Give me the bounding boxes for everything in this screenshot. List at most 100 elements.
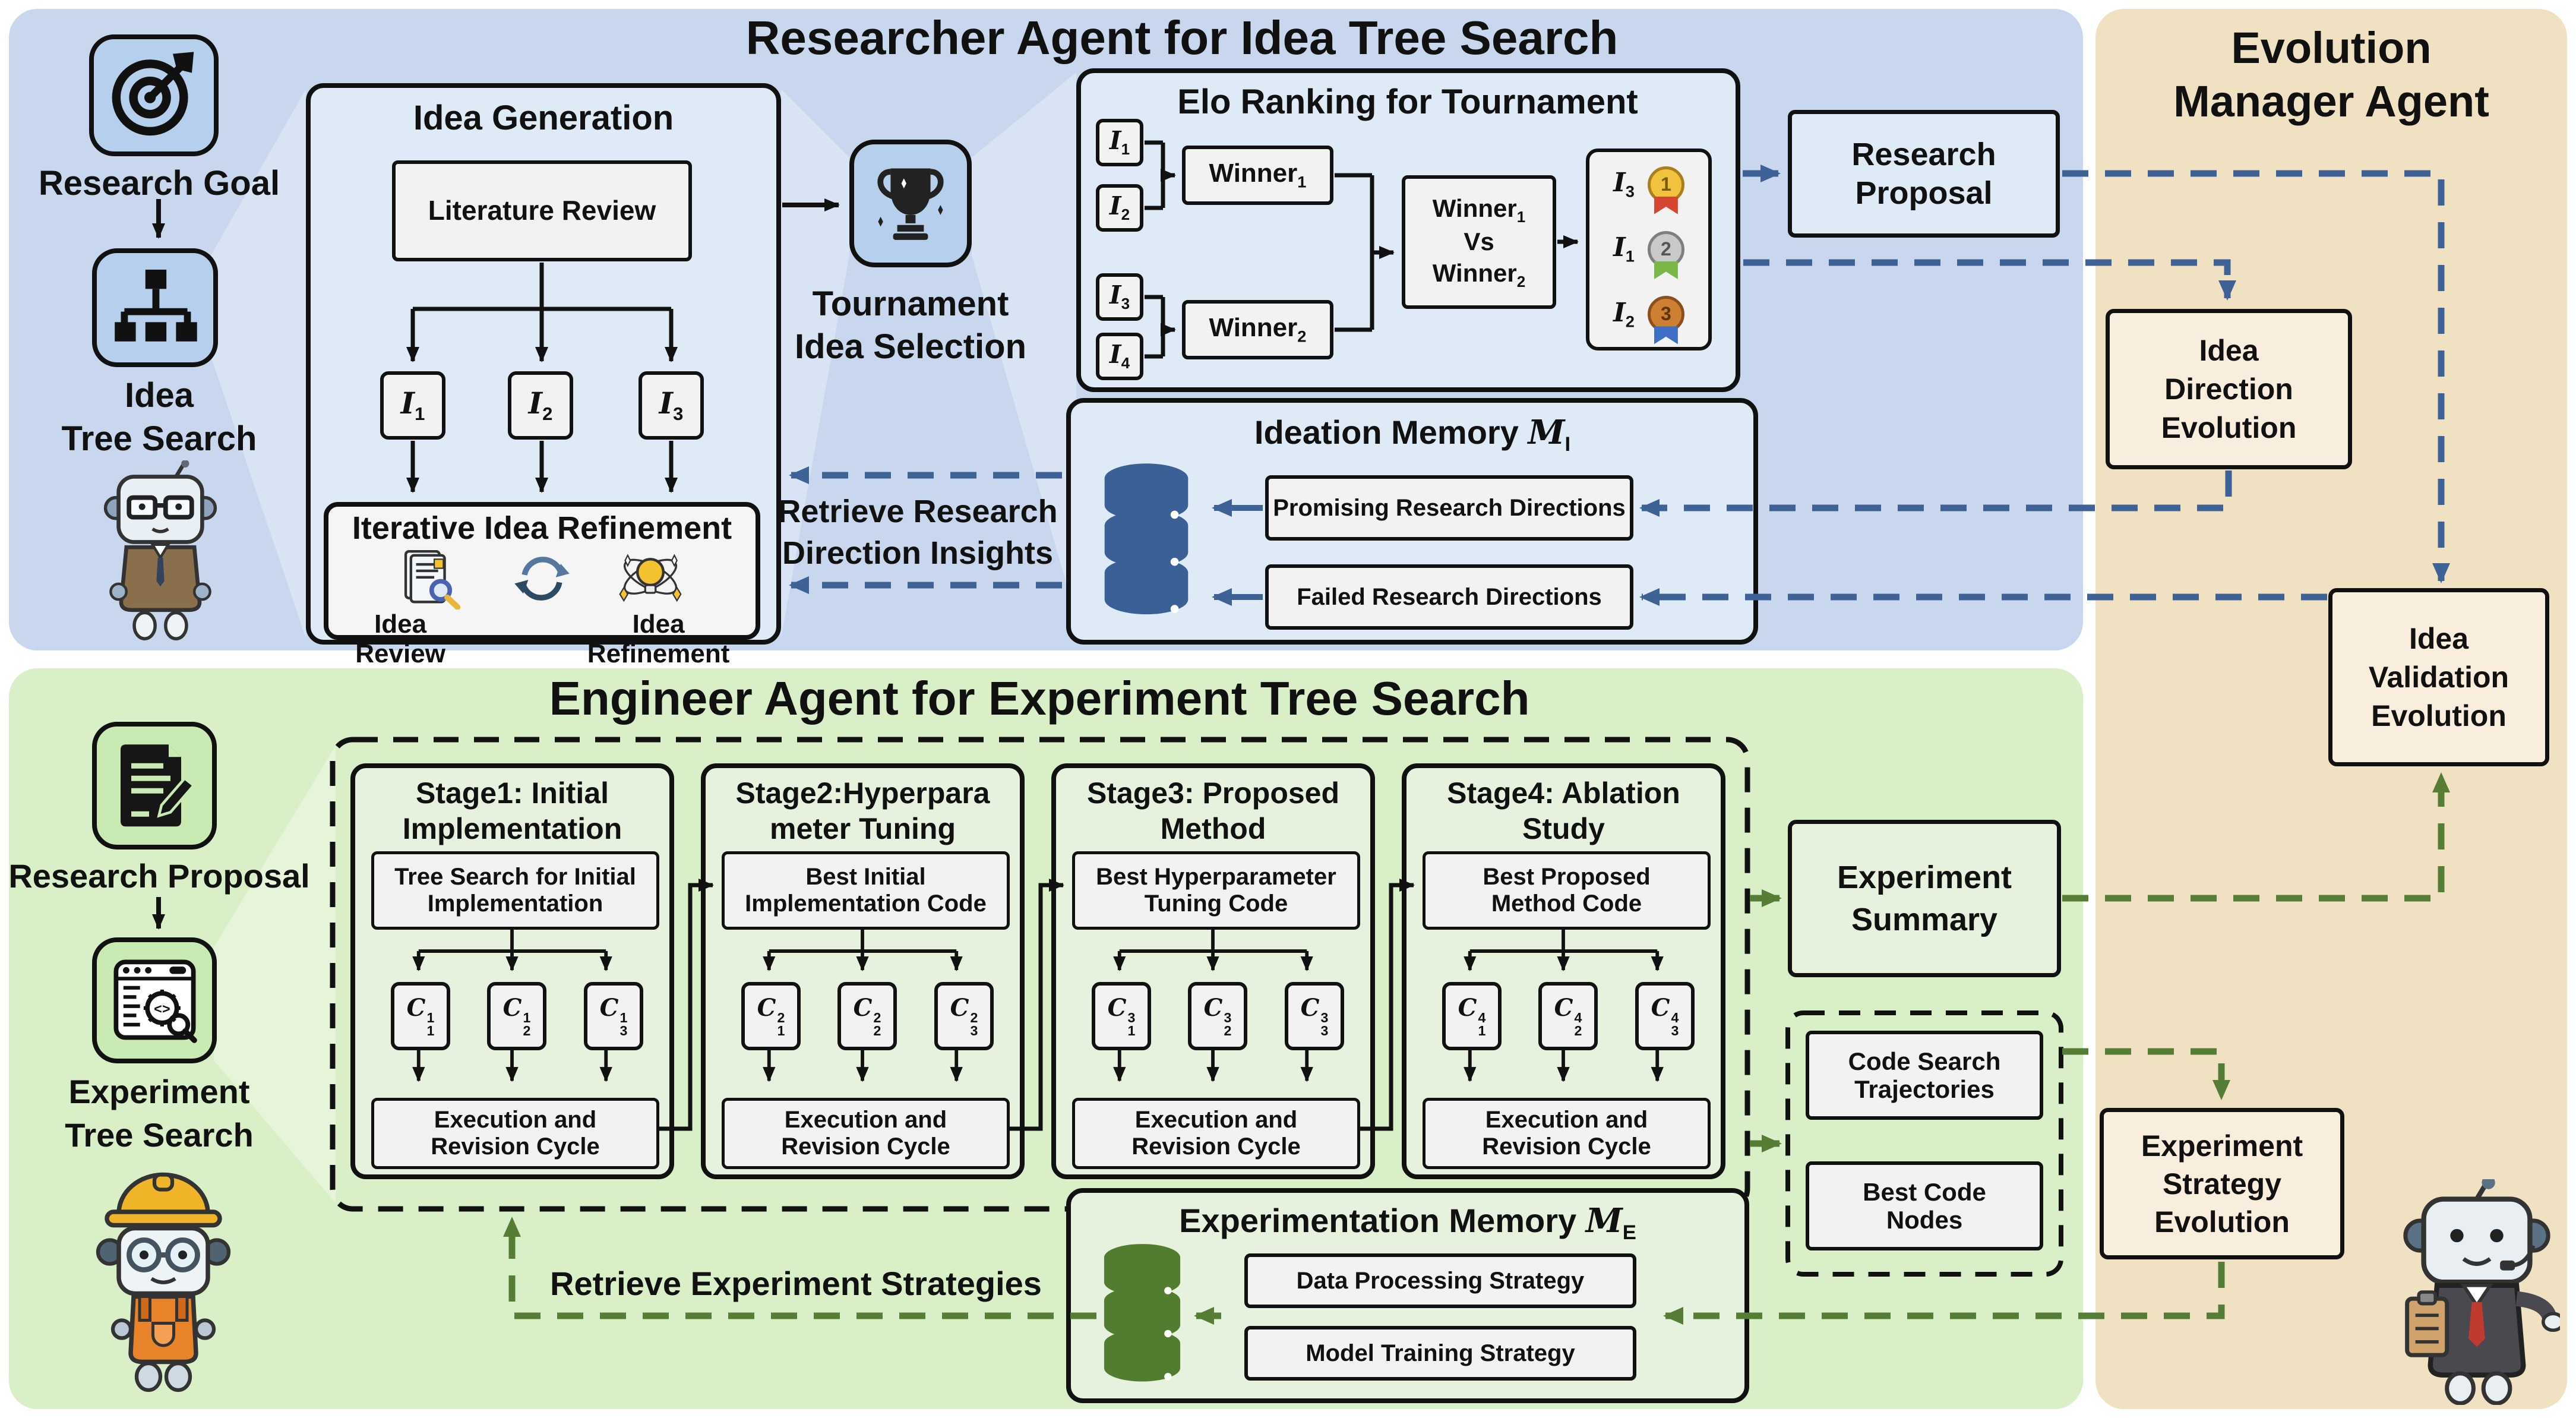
code-search-window-icon: <> xyxy=(113,959,197,1043)
stage-3-box: Stage3: Proposed Method Best Hyperparame… xyxy=(1051,763,1375,1179)
tournament-label-1: Tournament xyxy=(812,285,1009,323)
bronze-medal-icon: 3 xyxy=(1647,296,1684,345)
promising-directions-box: Promising Research Directions xyxy=(1265,475,1633,541)
ese-line1: Experiment xyxy=(2141,1129,2303,1163)
engineer-robot xyxy=(96,1172,231,1392)
stage-1-cycle-line2: Revision Cycle xyxy=(431,1133,600,1160)
elo-entrant-2-label: I2 xyxy=(1109,191,1130,224)
stage-2-cycle-box: Execution and Revision Cycle xyxy=(722,1098,1010,1169)
wedge-tree-to-ideagen xyxy=(211,89,306,639)
ive-line2: Validation xyxy=(2368,660,2509,694)
elo-title: Elo Ranking for Tournament xyxy=(1177,83,1638,121)
idea-node-2-label: I2 xyxy=(528,385,553,424)
stage-2-cycle-line2: Revision Cycle xyxy=(781,1133,950,1160)
stage-3-cycle-line2: Revision Cycle xyxy=(1131,1133,1301,1160)
ideation-memory-title: Ideation Memory MI xyxy=(1254,413,1570,456)
stage-4-cycle-box: Execution and Revision Cycle xyxy=(1423,1098,1711,1169)
rank-2-idea: I1 xyxy=(1613,232,1635,266)
manager-robot xyxy=(2403,1179,2560,1405)
vs-winner1-label: Winner1 xyxy=(1432,194,1526,226)
stage-1-input-line2: Implementation xyxy=(427,890,603,917)
ive-line1: Idea xyxy=(2409,621,2469,655)
elo-entrant-2: I2 xyxy=(1096,184,1143,232)
rank-1-idea: I3 xyxy=(1613,168,1635,201)
silver-medal-icon: 2 xyxy=(1647,230,1684,279)
ideation-memory-symbol: MI xyxy=(1528,413,1571,456)
rank-2-number: 2 xyxy=(1660,238,1671,260)
idea-refinement-icon xyxy=(619,554,682,602)
stage-1-input-box: Tree Search for Initial Implementation xyxy=(371,851,659,930)
experiment-tree-label-2: Tree Search xyxy=(65,1116,254,1154)
iteration-cycle-icon xyxy=(514,557,570,601)
research-proposal-line2: Proposal xyxy=(1855,175,1993,211)
elo-entrant-4-label: I4 xyxy=(1109,340,1130,372)
stage-4-cycle-line2: Revision Cycle xyxy=(1482,1133,1651,1160)
research-proposal-line1: Research xyxy=(1851,136,1996,172)
stage-4-input-box: Best Proposed Method Code xyxy=(1423,851,1711,930)
failed-directions-label: Failed Research Directions xyxy=(1297,583,1602,610)
data-processing-strategy-box: Data Processing Strategy xyxy=(1244,1253,1636,1308)
winner1-box: Winner1 xyxy=(1182,146,1333,205)
winner2-box: Winner2 xyxy=(1182,300,1333,359)
researcher-title: Researcher Agent for Idea Tree Search xyxy=(745,11,1619,64)
idea-node-1-label: I1 xyxy=(400,385,425,424)
ese-line2: Strategy xyxy=(2162,1167,2282,1201)
stage-2-input-line1: Best Initial xyxy=(805,864,926,890)
experiment-strategy-evolution-box: Experiment Strategy Evolution xyxy=(2100,1108,2344,1259)
experiment-summary-line2: Summary xyxy=(1851,901,1998,937)
stage-3-connectors xyxy=(1113,926,1313,1082)
stage-1-cycle-line1: Execution and xyxy=(434,1107,597,1133)
research-goal-label: Research Goal xyxy=(38,164,280,203)
code-search-trajectories-line1: Code Search xyxy=(1848,1047,2001,1075)
idea-node-3-label: I3 xyxy=(659,385,684,424)
ive-line3: Evolution xyxy=(2371,699,2507,732)
stage-2-title-2: meter Tuning xyxy=(770,812,956,845)
promising-directions-label: Promising Research Directions xyxy=(1273,494,1626,521)
stage-4-title-2: Study xyxy=(1522,812,1605,845)
stage-4-title-1: Stage4: Ablation xyxy=(1447,776,1680,810)
literature-review-label: Literature Review xyxy=(428,195,656,226)
stage-3-input-box: Best Hyperparameter Tuning Code xyxy=(1072,851,1360,930)
stage-1-input-line1: Tree Search for Initial xyxy=(394,864,636,890)
stage-3-title-2: Method xyxy=(1160,812,1266,845)
idea-review-icon xyxy=(404,550,461,610)
stage-4-cycle-line1: Execution and xyxy=(1485,1107,1648,1133)
stage-4-input-line1: Best Proposed xyxy=(1483,864,1651,890)
stage-1-box: Stage1: Initial Implementation Tree Sear… xyxy=(350,763,674,1179)
stage-3-cycle-line1: Execution and xyxy=(1134,1107,1298,1133)
stage-2-cycle-line1: Execution and xyxy=(784,1107,947,1133)
retrieve-research-label-1: Retrieve Research xyxy=(777,494,1058,529)
ideation-database-icon xyxy=(1104,463,1189,615)
stage-4-box: Stage4: Ablation Study Best Proposed Met… xyxy=(1402,763,1725,1179)
model-training-strategy-label: Model Training Strategy xyxy=(1306,1340,1575,1366)
rank-row-3: I2 3 xyxy=(1613,282,1684,347)
stage-1-cycle-box: Execution and Revision Cycle xyxy=(371,1098,659,1169)
elo-entrant-3: I3 xyxy=(1096,273,1143,321)
stage-2-title-1: Stage2:Hyperpara xyxy=(735,776,990,810)
stage-3-title-1: Stage3: Proposed xyxy=(1086,776,1340,810)
rank-3-number: 3 xyxy=(1660,303,1671,325)
idea-tree-label-2: Tree Search xyxy=(61,419,257,458)
gold-medal-icon: 1 xyxy=(1647,166,1684,214)
code-search-trajectories-box: Code Search Trajectories xyxy=(1806,1031,2043,1120)
ese-line3: Evolution xyxy=(2154,1205,2290,1239)
stage-2-input-box: Best Initial Implementation Code xyxy=(722,851,1010,930)
engineer-title: Engineer Agent for Experiment Tree Searc… xyxy=(549,672,1530,725)
ranking-panel: I3 1 I1 2 I2 3 xyxy=(1586,149,1712,350)
